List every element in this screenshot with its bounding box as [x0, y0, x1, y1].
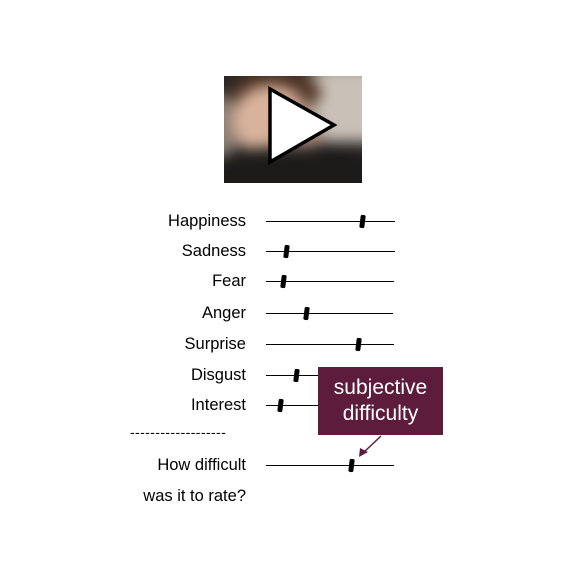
rating-slider-thumb-sadness[interactable]: [283, 244, 290, 259]
rating-label-happiness: Happiness: [168, 212, 246, 230]
rating-label-surprise: Surprise: [184, 335, 246, 353]
rating-slider-track-surprise[interactable]: [266, 344, 394, 345]
rating-label-fear: Fear: [212, 272, 246, 290]
difficulty-label-line1: How difficult: [157, 456, 246, 474]
callout-line1: subjective: [333, 376, 428, 399]
rating-slider-thumb-happiness[interactable]: [358, 214, 366, 229]
video-thumbnail[interactable]: [224, 76, 362, 183]
rating-slider-thumb-interest[interactable]: [276, 398, 284, 413]
rating-label-anger: Anger: [201, 304, 246, 322]
rating-slider-track-sadness[interactable]: [266, 251, 395, 252]
rating-slider-track-anger[interactable]: [266, 313, 393, 314]
difficulty-slider-track[interactable]: [266, 465, 394, 466]
rating-label-disgust: Disgust: [190, 366, 246, 384]
rating-slider-thumb-surprise[interactable]: [354, 337, 362, 352]
play-icon[interactable]: [224, 76, 362, 183]
subjective-difficulty-callout: subjective difficulty: [318, 367, 443, 435]
rating-label-sadness: Sadness: [181, 242, 246, 260]
section-divider: -------------------: [130, 424, 227, 440]
rating-slider-track-interest[interactable]: [266, 405, 318, 406]
callout-line2: difficulty: [342, 402, 419, 425]
rating-label-interest: Interest: [190, 396, 246, 414]
rating-slider-track-fear[interactable]: [266, 281, 394, 282]
difficulty-label-line2: was it to rate?: [143, 487, 246, 505]
rating-slider-thumb-disgust[interactable]: [293, 368, 300, 383]
rating-slider-track-happiness[interactable]: [266, 221, 395, 222]
